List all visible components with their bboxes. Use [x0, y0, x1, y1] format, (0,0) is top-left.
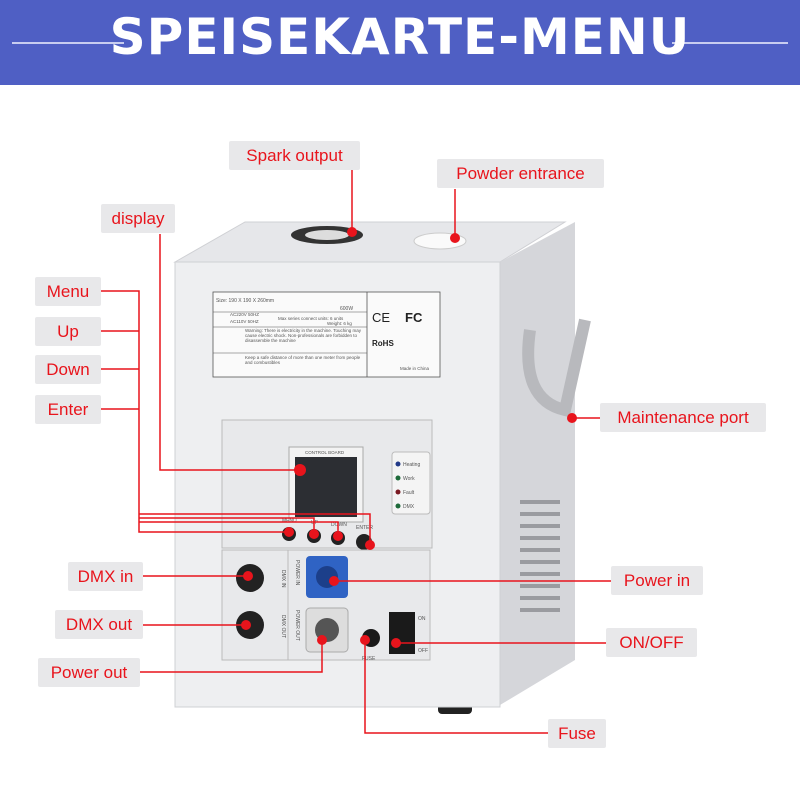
heating-led — [395, 461, 401, 467]
callout-power-in: Power in — [611, 566, 703, 595]
callout-spark-output: Spark output — [229, 141, 360, 170]
label-weight: Weight: 6 kg — [327, 321, 352, 326]
title-banner: SPEISEKARTE-MENU — [0, 0, 800, 85]
label-distance: Keep a safe distance of more than one me… — [245, 355, 361, 365]
ce-mark: CE — [372, 310, 390, 325]
control-board-label: CONTROL BOARD — [305, 450, 345, 455]
indicator-label: Heating — [403, 462, 420, 468]
label-made-in: Made in China — [400, 366, 430, 371]
dmx-out-label: DMX OUT — [280, 615, 286, 638]
callout-on-off: ON/OFF — [606, 628, 697, 657]
callout-dmx-out: DMX out — [55, 610, 143, 639]
label-power: 600W — [340, 306, 353, 312]
banner-title: SPEISEKARTE-MENU — [109, 8, 691, 66]
fuse-label: FUSE — [362, 656, 376, 662]
side-face — [500, 222, 575, 705]
off-label: OFF — [418, 648, 428, 654]
callout-fuse: Fuse — [548, 719, 606, 748]
indicator-label: Work — [403, 476, 415, 482]
work-led — [395, 475, 401, 481]
dmx-led — [395, 503, 401, 509]
carry-handle — [522, 318, 591, 418]
label-series: Max series connect units: 6 units — [278, 316, 344, 321]
banner-rule-right — [672, 42, 788, 44]
button-label: MENU — [282, 518, 297, 524]
power-in-label: POWER IN — [294, 560, 300, 586]
callout-dmx-in: DMX in — [68, 562, 143, 591]
on-label: ON — [418, 616, 426, 622]
callout-display: display — [101, 204, 175, 233]
dmx-in-label: DMX IN — [280, 570, 286, 588]
power-switch[interactable] — [389, 612, 415, 654]
indicator-label: Fault — [403, 490, 415, 496]
top-face — [173, 221, 567, 263]
fc-mark: FC — [405, 310, 423, 325]
callout-down: Down — [35, 355, 101, 384]
display-screen — [295, 457, 357, 517]
label-voltage-2: AC110V 50HZ — [230, 319, 259, 324]
button-label: DOWN — [331, 522, 347, 528]
info-label: Size: 190 X 190 X 260mm 600W AC220V 50HZ… — [212, 291, 441, 378]
callout-up: Up — [35, 317, 101, 346]
vent-grille — [520, 500, 560, 612]
banner-rule-left — [12, 42, 124, 44]
label-size: Size: 190 X 190 X 260mm — [216, 298, 274, 304]
rohs-mark: RoHS — [372, 339, 394, 348]
indicator-panel — [391, 451, 431, 515]
indicator-label: DMX — [403, 504, 415, 510]
callout-power-out: Power out — [38, 658, 140, 687]
fault-led — [395, 489, 401, 495]
callout-powder-entrance: Powder entrance — [437, 159, 604, 188]
power-out-label: POWER OUT — [294, 610, 300, 641]
callout-menu: Menu — [35, 277, 101, 306]
button-label: UP — [311, 520, 319, 526]
callout-dots — [241, 227, 577, 648]
callout-enter: Enter — [35, 395, 101, 424]
label-voltage-1: AC220V 50HZ — [230, 312, 259, 317]
callout-maintenance-port: Maintenance port — [600, 403, 766, 432]
label-warning: Warning: There is electricity in the mac… — [245, 328, 361, 343]
button-label: ENTER — [356, 525, 373, 531]
